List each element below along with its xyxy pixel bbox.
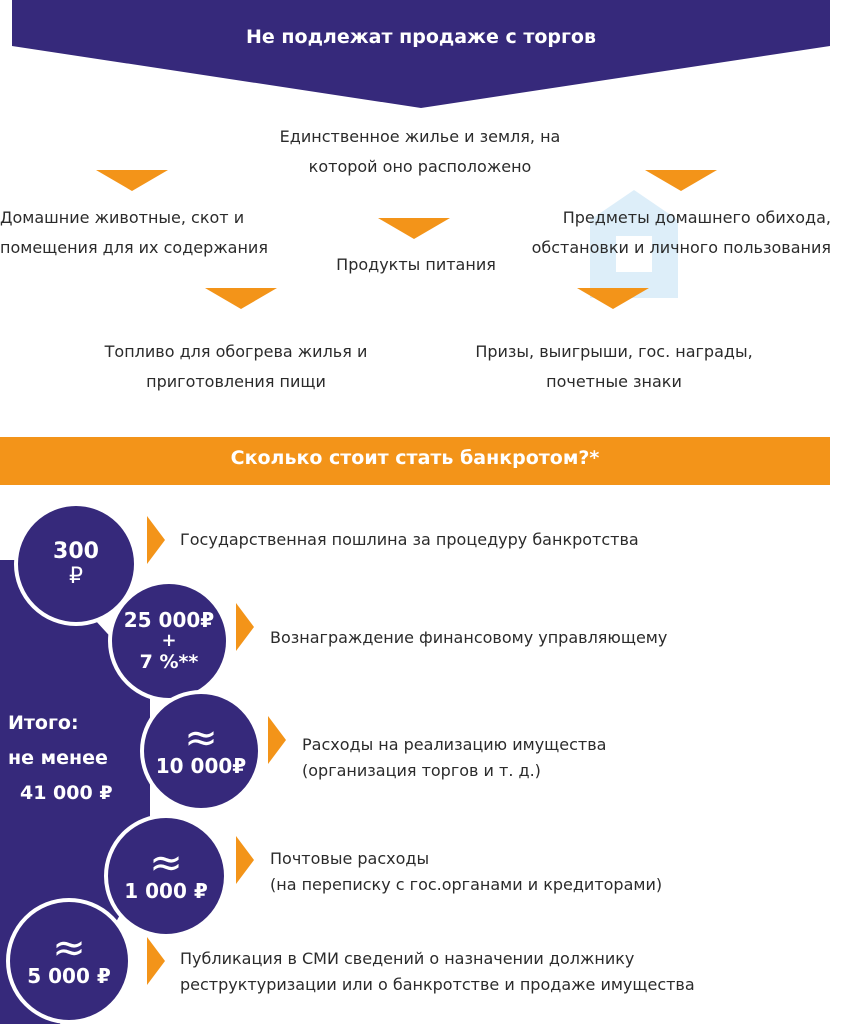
triangle-down-icon: [378, 218, 450, 239]
triangle-down-icon: [645, 170, 717, 191]
triangle-down-icon: [96, 170, 168, 191]
cost-description-fee: Государственная пошлина за процедуру бан…: [180, 530, 639, 549]
chevron-right-icon: [236, 603, 254, 651]
approx-sign-icon: ≈: [149, 840, 183, 886]
approx-sign-icon: ≈: [52, 925, 86, 971]
section-title-cost: Сколько стоит стать банкротом?*: [230, 447, 600, 469]
item-animals: Домашние животные, скот и помещения для …: [0, 208, 268, 257]
house-logo-watermark: [590, 190, 678, 298]
total-line3: 41 000 ₽: [20, 782, 113, 804]
approx-sign-icon: ≈: [184, 715, 218, 761]
cost-description-sale: Расходы на реализацию имущества (организ…: [302, 732, 606, 784]
item-fuel: Топливо для обогрева жилья и приготовлен…: [104, 342, 368, 391]
cost-description-manager: Вознаграждение финансовому управляющему: [270, 628, 668, 647]
chevron-right-icon: [268, 716, 286, 764]
cost-amount: 1 000 ₽: [124, 879, 208, 903]
plus-sign: +: [161, 630, 177, 651]
cost-amount: 300: [53, 539, 99, 564]
description-line1: Почтовые расходы: [270, 849, 430, 868]
description-line2: (организация торгов и т. д.): [302, 761, 541, 780]
cost-amount: 5 000 ₽: [27, 964, 111, 988]
total-line2: не менее: [8, 747, 108, 769]
item-housing: Единственное жилье и земля, на которой о…: [279, 127, 561, 176]
total-line1: Итого:: [8, 712, 79, 734]
cost-circle-sale: ≈ 10 000₽: [140, 690, 262, 812]
cost-extra: 7 %**: [139, 651, 199, 673]
triangle-down-icon: [205, 288, 277, 309]
cost-description-postal: Почтовые расходы (на переписку с гос.орг…: [270, 846, 662, 898]
description-line1: Расходы на реализацию имущества: [302, 735, 607, 754]
description-line1: Публикация в СМИ сведений о назначении д…: [180, 949, 635, 968]
item-food: Продукты питания: [336, 255, 496, 274]
ruble-sign-icon: ₽: [69, 564, 83, 589]
total-amount: Итого: не менее 41 000 ₽: [8, 706, 126, 811]
chevron-right-icon: [147, 516, 165, 564]
triangle-down-icon: [577, 288, 649, 309]
cost-circle-fee: 300 ₽: [14, 502, 138, 626]
description-line2: реструктуризации или о банкротстве и про…: [180, 975, 695, 994]
cost-amount: 10 000₽: [155, 754, 247, 778]
item-prizes: Призы, выигрыши, гос. награды, почетные …: [475, 342, 753, 391]
cost-amount: 25 000₽: [123, 608, 215, 632]
cost-section-bar: [0, 437, 830, 485]
cost-circle-manager: 25 000₽ + 7 %**: [108, 580, 230, 702]
cost-circle-publication: ≈ 5 000 ₽: [6, 898, 132, 1024]
chevron-right-icon: [236, 836, 254, 884]
description-line2: (на переписку с гос.органами и кредитора…: [270, 875, 663, 894]
cost-circle-postal: ≈ 1 000 ₽: [104, 814, 228, 938]
section-title-not-sold: Не подлежат продаже с торгов: [246, 26, 596, 48]
cost-description-publication: Публикация в СМИ сведений о назначении д…: [180, 946, 695, 998]
item-household: Предметы домашнего обихода, обстановки и…: [531, 208, 831, 257]
top-banner: [12, 0, 830, 108]
chevron-right-icon: [147, 937, 165, 985]
